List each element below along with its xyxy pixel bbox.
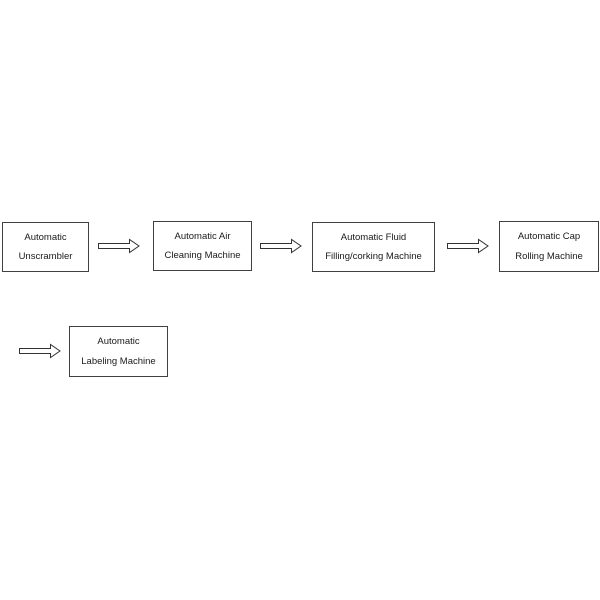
step-label-line2: Cleaning Machine (164, 249, 241, 261)
step-automatic-fluid-filling-corking-machine: Automatic Fluid Filling/corking Machine (312, 222, 435, 272)
flow-arrow-right-icon (98, 238, 140, 254)
step-label-line1: Automatic (24, 231, 67, 243)
step-label-line1: Automatic Cap (517, 231, 581, 242)
step-automatic-air-cleaning-machine: Automatic Air Cleaning Machine (153, 221, 252, 271)
step-label-line1: Automatic Air (174, 230, 231, 242)
step-automatic-unscrambler: Automatic Unscrambler (2, 222, 89, 272)
step-label-line1: Automatic (97, 336, 140, 347)
step-automatic-labeling-machine: Automatic Labeling Machine (69, 326, 168, 377)
step-label-line2: Unscrambler (18, 250, 73, 262)
flow-arrow-right-icon (447, 238, 489, 254)
step-label-line2: Filling/corking Machine (325, 250, 422, 262)
step-label-line2: Labeling Machine (81, 355, 156, 367)
step-label-line1: Automatic Fluid (340, 231, 407, 243)
flow-arrow-right-icon (260, 238, 302, 254)
step-label-line2: Rolling Machine (515, 250, 583, 262)
flow-arrow-right-icon (19, 343, 61, 359)
step-automatic-cap-rolling-machine: Automatic Cap Rolling Machine (499, 221, 599, 272)
